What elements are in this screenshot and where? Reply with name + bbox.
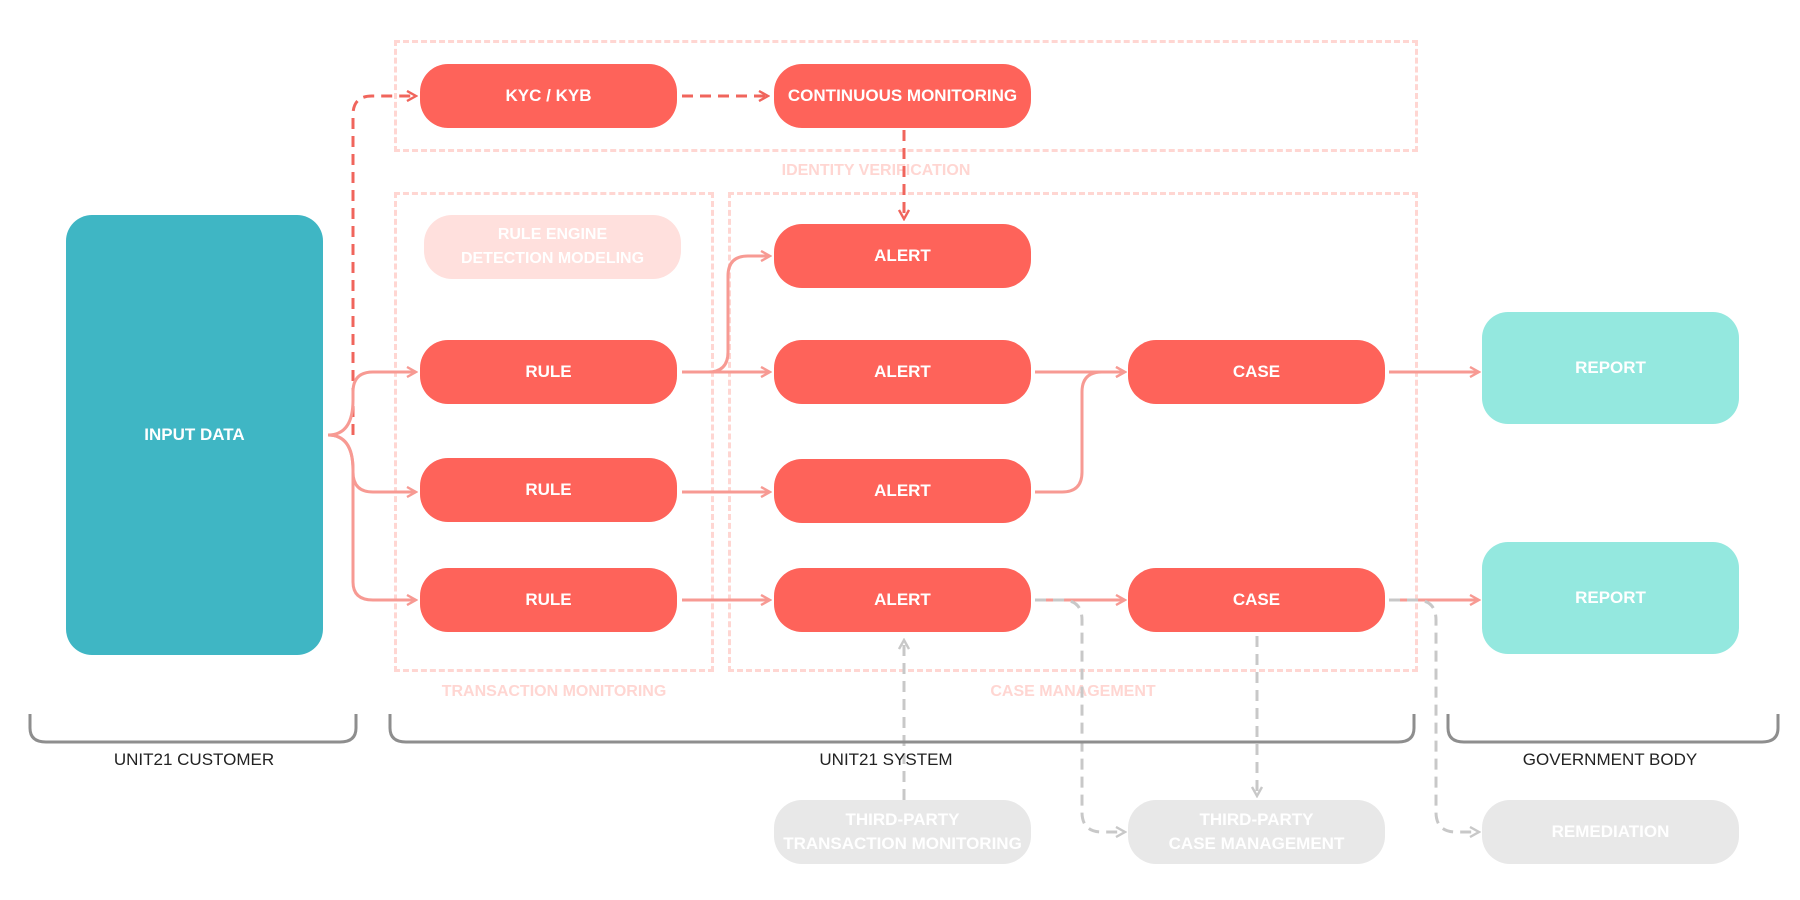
connector-case-to-remediation bbox=[1389, 598, 1479, 832]
transaction-monitoring-label: TRANSACTION MONITORING bbox=[441, 683, 667, 700]
connector-input-to-rule-3 bbox=[327, 433, 416, 600]
connector-rule-1-to-alert-1 bbox=[682, 256, 770, 374]
connector-input-to-rule-2 bbox=[327, 433, 416, 492]
connector-input-to-rule-1 bbox=[327, 372, 416, 437]
report-node-2[interactable]: REPORT bbox=[1482, 542, 1739, 654]
alert-node-2[interactable]: ALERT bbox=[774, 340, 1031, 404]
connector-alert-3-to-case-1 bbox=[1035, 372, 1125, 494]
government-body-label: GOVERNMENT BODY bbox=[1522, 750, 1698, 769]
case-management-label: CASE MANAGEMENT bbox=[990, 683, 1156, 700]
unit21-customer-label: UNIT21 CUSTOMER bbox=[113, 750, 275, 769]
kyc-kyb-node[interactable]: KYC / KYB bbox=[420, 64, 677, 128]
case-node-2[interactable]: CASE bbox=[1128, 568, 1385, 632]
unit21-system-label: UNIT21 SYSTEM bbox=[819, 750, 953, 769]
customer-bracket bbox=[28, 714, 358, 744]
alert-node-4[interactable]: ALERT bbox=[774, 568, 1031, 632]
alert-node-3[interactable]: ALERT bbox=[774, 459, 1031, 523]
government-bracket bbox=[1446, 714, 1780, 744]
input-data-node[interactable]: INPUT DATA bbox=[66, 215, 323, 655]
case-management-region bbox=[728, 192, 1418, 672]
third-party-case-management-node[interactable]: THIRD-PARTY CASE MANAGEMENT bbox=[1128, 800, 1385, 864]
transaction-monitoring-region bbox=[394, 192, 714, 672]
connector-input-to-kyc bbox=[351, 96, 416, 435]
report-node-1[interactable]: REPORT bbox=[1482, 312, 1739, 424]
identity-verification-label: IDENTITY VERIFICATION bbox=[781, 162, 971, 179]
continuous-monitoring-node[interactable]: CONTINUOUS MONITORING bbox=[774, 64, 1031, 128]
case-node-1[interactable]: CASE bbox=[1128, 340, 1385, 404]
rule-node-2[interactable]: RULE bbox=[420, 458, 677, 522]
third-party-transaction-monitoring-node[interactable]: THIRD-PARTY TRANSACTION MONITORING bbox=[774, 800, 1031, 864]
rule-node-3[interactable]: RULE bbox=[420, 568, 677, 632]
remediation-node[interactable]: REMEDIATION bbox=[1482, 800, 1739, 864]
rule-node-1[interactable]: RULE bbox=[420, 340, 677, 404]
connector-alert-to-third-party-cm bbox=[1035, 598, 1125, 832]
rule-engine-node[interactable]: RULE ENGINE DETECTION MODELING bbox=[424, 215, 681, 279]
identity-verification-region bbox=[394, 40, 1418, 152]
system-bracket bbox=[388, 714, 1416, 744]
alert-node-1[interactable]: ALERT bbox=[774, 224, 1031, 288]
